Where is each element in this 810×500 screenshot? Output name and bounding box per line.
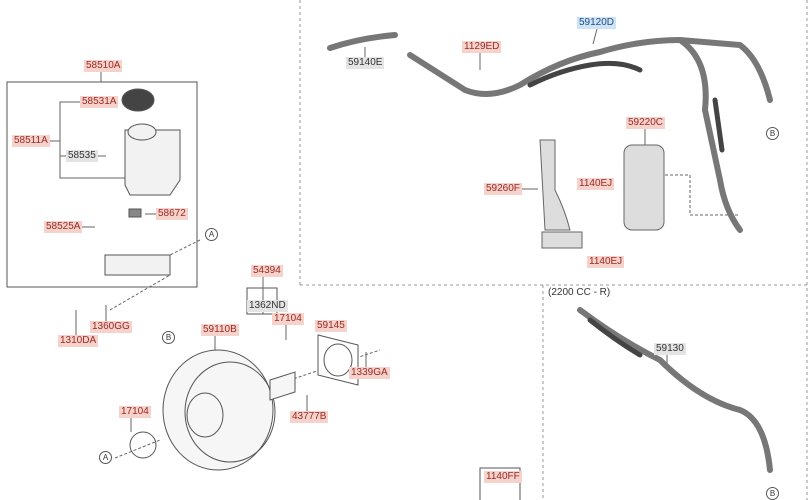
part-label-17104[interactable]: 17104 [119,406,151,418]
reference-marker-b[interactable]: B [162,331,175,344]
part-label-17104[interactable]: 17104 [272,313,304,325]
part-label-1140EJ[interactable]: 1140EJ [577,178,615,190]
part-label-59220C[interactable]: 59220C [626,117,666,129]
part-label-1140EJ[interactable]: 1140EJ [587,256,625,268]
part-label-59110B[interactable]: 59110B [201,324,239,336]
vacuum-pump-and-bracket [539,139,665,249]
part-label-58531A[interactable]: 58531A [80,96,119,108]
brake-booster [129,334,359,471]
part-label-1140FF[interactable]: 1140FF [484,471,522,483]
part-label-58510A[interactable]: 58510A [84,60,123,72]
part-label-54394[interactable]: 54394 [251,265,283,277]
part-label-58535[interactable]: 58535 [66,150,98,162]
section-dividers [299,0,808,500]
vacuum-hoses [327,32,773,473]
part-label-58511A[interactable]: 58511A [12,135,50,147]
part-label-59260F[interactable]: 59260F [484,183,522,195]
part-label-43777B[interactable]: 43777B [290,411,329,423]
reservoir-assembly-box [6,81,198,288]
reference-marker-b[interactable]: B [766,127,779,140]
part-label-58525A[interactable]: 58525A [44,221,83,233]
part-label-58672[interactable]: 58672 [156,208,188,220]
part-label-1129ED[interactable]: 1129ED [462,41,502,53]
part-label-59120D[interactable]: 59120D [577,17,617,29]
part-label-59130[interactable]: 59130 [654,343,686,355]
part-label-59145[interactable]: 59145 [315,320,347,332]
variant-note: (2200 CC - R) [548,287,611,298]
reference-marker-b[interactable]: B [766,487,779,500]
master-cylinder-reservoir [104,88,181,276]
part-label-1362ND[interactable]: 1362ND [247,300,288,312]
reference-marker-a[interactable]: A [99,451,112,464]
part-label-59140E[interactable]: 59140E [346,57,385,69]
part-label-1339GA[interactable]: 1339GA [349,367,390,379]
reference-marker-a[interactable]: A [205,228,218,241]
part-label-1360GG[interactable]: 1360GG [90,321,132,333]
part-label-1310DA[interactable]: 1310DA [58,335,99,347]
